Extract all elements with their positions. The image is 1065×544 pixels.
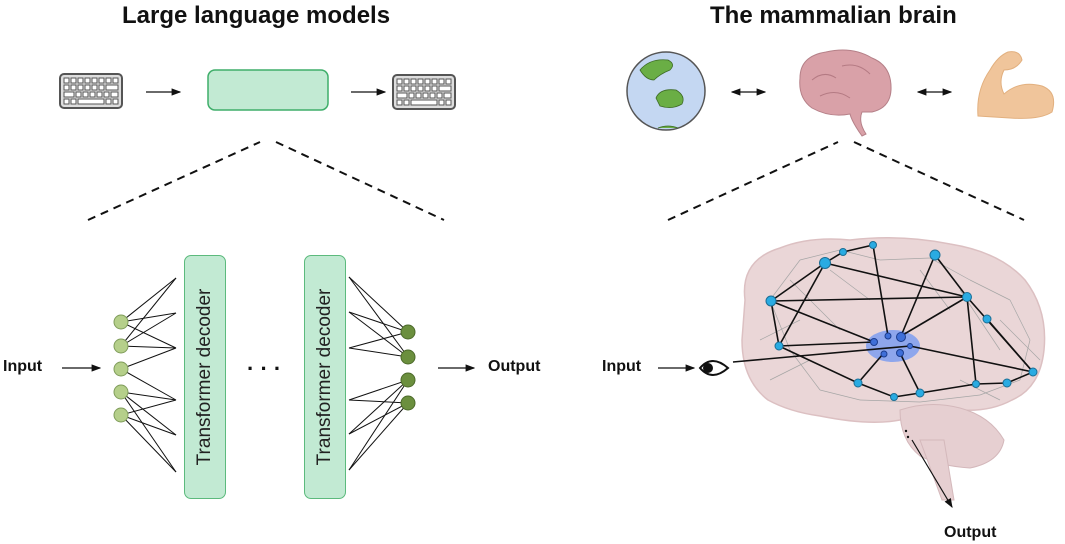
brain-illustration bbox=[741, 237, 1046, 501]
brain-node bbox=[765, 295, 777, 307]
input-node bbox=[113, 361, 129, 377]
brain-node bbox=[915, 388, 925, 398]
core-region bbox=[866, 330, 920, 362]
core-node bbox=[896, 349, 904, 357]
keyboard-icon bbox=[59, 73, 123, 109]
output-node bbox=[400, 395, 416, 411]
zoom-dashed-line bbox=[667, 141, 839, 221]
input-node bbox=[113, 314, 129, 330]
output-node bbox=[400, 372, 416, 388]
input-node bbox=[113, 407, 129, 423]
brain-node bbox=[839, 248, 847, 256]
core-node bbox=[880, 350, 888, 358]
brain-node bbox=[972, 380, 980, 388]
decoder-label: Transformer decoder bbox=[194, 288, 215, 466]
input-node bbox=[113, 384, 129, 400]
brain-node bbox=[853, 378, 863, 388]
brain-node bbox=[1028, 367, 1038, 377]
transformer-decoder-block-2: Transformer decoder bbox=[304, 255, 346, 499]
core-node bbox=[896, 332, 906, 342]
zoom-dashed-line bbox=[275, 141, 445, 221]
brain-node bbox=[774, 341, 784, 351]
brain-title: The mammalian brain bbox=[710, 2, 957, 29]
output-node bbox=[400, 349, 416, 365]
llm-input-label: Input bbox=[3, 358, 43, 375]
brain-node bbox=[929, 249, 941, 261]
output-arrow bbox=[911, 439, 953, 509]
brain-node bbox=[869, 241, 877, 249]
transformer-decoder-block-1: Transformer decoder bbox=[184, 255, 226, 499]
brain-node bbox=[819, 257, 831, 269]
core-node bbox=[884, 332, 892, 340]
brain-input-label: Input bbox=[602, 358, 642, 375]
llm-output-label: Output bbox=[488, 358, 541, 375]
brain-node bbox=[890, 393, 898, 401]
zoom-dashed-line bbox=[853, 141, 1025, 221]
core-node bbox=[907, 343, 913, 349]
brain-node bbox=[1002, 378, 1012, 388]
brain-node bbox=[982, 314, 992, 324]
zoom-dashed-line bbox=[87, 141, 261, 221]
llm-title: Large language models bbox=[122, 2, 391, 29]
brain-connections bbox=[732, 244, 1034, 398]
llm-model-box bbox=[207, 69, 329, 111]
output-connections bbox=[348, 276, 409, 471]
input-node bbox=[113, 338, 129, 354]
flexed-arm-icon bbox=[977, 51, 1055, 119]
brain-node bbox=[962, 292, 972, 302]
output-node bbox=[400, 324, 416, 340]
ellipsis: · · · bbox=[247, 356, 282, 381]
core-node bbox=[870, 338, 878, 346]
globe-icon bbox=[626, 51, 706, 131]
brain-output-label: Output bbox=[944, 524, 997, 541]
keyboard-icon bbox=[392, 74, 456, 110]
decoder-label: Transformer decoder bbox=[314, 288, 335, 466]
eye-icon bbox=[698, 360, 730, 376]
input-connections bbox=[120, 277, 177, 473]
brain-icon bbox=[799, 49, 892, 137]
